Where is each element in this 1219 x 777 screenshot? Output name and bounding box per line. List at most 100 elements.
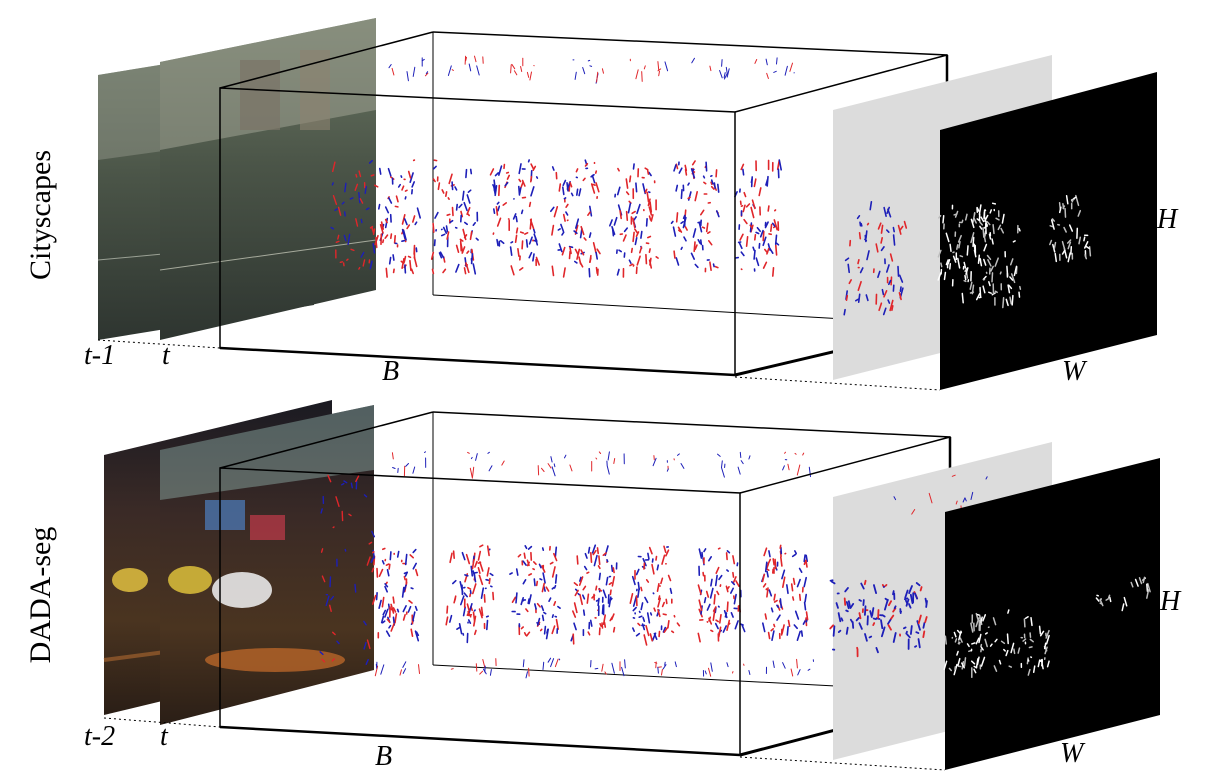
event-stroke: [578, 576, 582, 582]
event-stroke: [694, 244, 698, 251]
event-stroke: [611, 662, 615, 674]
event-stroke: [1018, 227, 1021, 232]
event-stroke: [386, 568, 390, 577]
event-stroke: [726, 601, 729, 613]
event-stroke: [466, 194, 471, 204]
event-stroke: [803, 576, 808, 588]
event-stroke: [893, 605, 897, 610]
event-stroke: [394, 205, 399, 208]
event-stroke: [471, 558, 475, 570]
event-stroke: [657, 666, 659, 674]
event-stroke: [1045, 629, 1050, 639]
event-stroke: [975, 658, 979, 668]
event-stroke: [501, 460, 505, 466]
event-stroke: [1044, 646, 1048, 655]
event-stroke: [652, 457, 657, 467]
event-stroke: [1008, 665, 1013, 668]
event-stroke: [998, 659, 1002, 665]
event-stroke: [337, 234, 340, 240]
event-stroke: [714, 574, 718, 587]
event-stroke: [332, 161, 336, 173]
event-stroke: [513, 70, 518, 76]
event-stroke: [646, 169, 650, 175]
event-stroke: [984, 638, 988, 648]
event-stroke: [937, 271, 942, 281]
event-stroke: [343, 234, 347, 242]
event-stroke: [892, 226, 896, 233]
event-stroke: [526, 559, 530, 567]
event-stroke: [882, 307, 887, 316]
event-stroke: [547, 657, 552, 663]
event-stroke: [391, 452, 394, 460]
event-stroke: [404, 553, 408, 566]
event-stroke: [459, 580, 464, 593]
event-stroke: [885, 264, 890, 273]
event-stroke: [1099, 598, 1104, 607]
event-stroke: [566, 182, 569, 192]
event-stroke: [803, 601, 807, 611]
event-stroke: [581, 594, 586, 600]
event-stroke: [994, 290, 998, 294]
event-stroke: [475, 453, 478, 461]
event-stroke: [414, 630, 420, 642]
event-stroke: [472, 466, 475, 478]
event-stroke: [1027, 668, 1031, 676]
event-stroke: [694, 263, 699, 269]
event-stroke: [444, 191, 448, 197]
event-stroke: [910, 625, 913, 635]
event-stroke: [667, 619, 670, 629]
event-stroke: [994, 638, 998, 643]
event-stroke: [635, 231, 640, 238]
event-stroke: [547, 463, 552, 469]
event-stroke: [590, 183, 596, 194]
event-stroke: [401, 257, 405, 270]
event-stroke: [664, 661, 666, 666]
event-stroke: [980, 656, 986, 667]
event-stroke: [881, 288, 885, 296]
event-stroke: [528, 667, 530, 677]
event-stroke: [451, 181, 454, 191]
event-stroke: [786, 625, 789, 636]
event-stroke: [787, 619, 791, 628]
event-stroke: [582, 585, 587, 591]
event-stroke: [627, 202, 632, 214]
event-stroke: [575, 188, 579, 196]
event-stroke: [605, 576, 609, 586]
event-stroke: [719, 70, 723, 79]
event-stroke: [459, 595, 465, 606]
event-stroke: [358, 191, 361, 204]
event-stroke: [1039, 630, 1045, 637]
event-stroke: [529, 71, 532, 81]
event-stroke: [645, 253, 648, 265]
event-stroke: [988, 281, 991, 287]
event-stroke: [375, 591, 378, 601]
plane-event-overlay: [843, 201, 908, 316]
event-stroke: [706, 231, 711, 234]
event-stroke: [961, 292, 964, 304]
event-stroke: [551, 625, 556, 635]
event-stroke: [737, 466, 741, 475]
event-stroke: [598, 588, 603, 592]
event-stroke: [551, 614, 555, 619]
event-stroke: [986, 220, 991, 226]
event-stroke: [645, 218, 648, 227]
event-stroke: [414, 221, 418, 226]
event-stroke: [837, 629, 842, 633]
event-stroke: [916, 620, 921, 631]
event-stroke: [350, 482, 353, 489]
event-stroke: [632, 217, 636, 229]
label-curr-frame: t: [160, 721, 169, 752]
event-stroke: [583, 237, 587, 241]
event-stroke: [625, 191, 630, 196]
event-stroke: [710, 629, 714, 633]
event-stroke: [446, 213, 451, 216]
event-stroke: [957, 234, 962, 243]
event-stroke: [369, 225, 374, 229]
event-stroke: [755, 257, 760, 267]
event-stroke: [474, 55, 477, 63]
event-stroke: [551, 586, 555, 590]
event-stroke: [779, 556, 783, 567]
event-stroke: [887, 279, 892, 286]
event-stroke: [709, 65, 712, 72]
event-stroke: [945, 259, 949, 266]
